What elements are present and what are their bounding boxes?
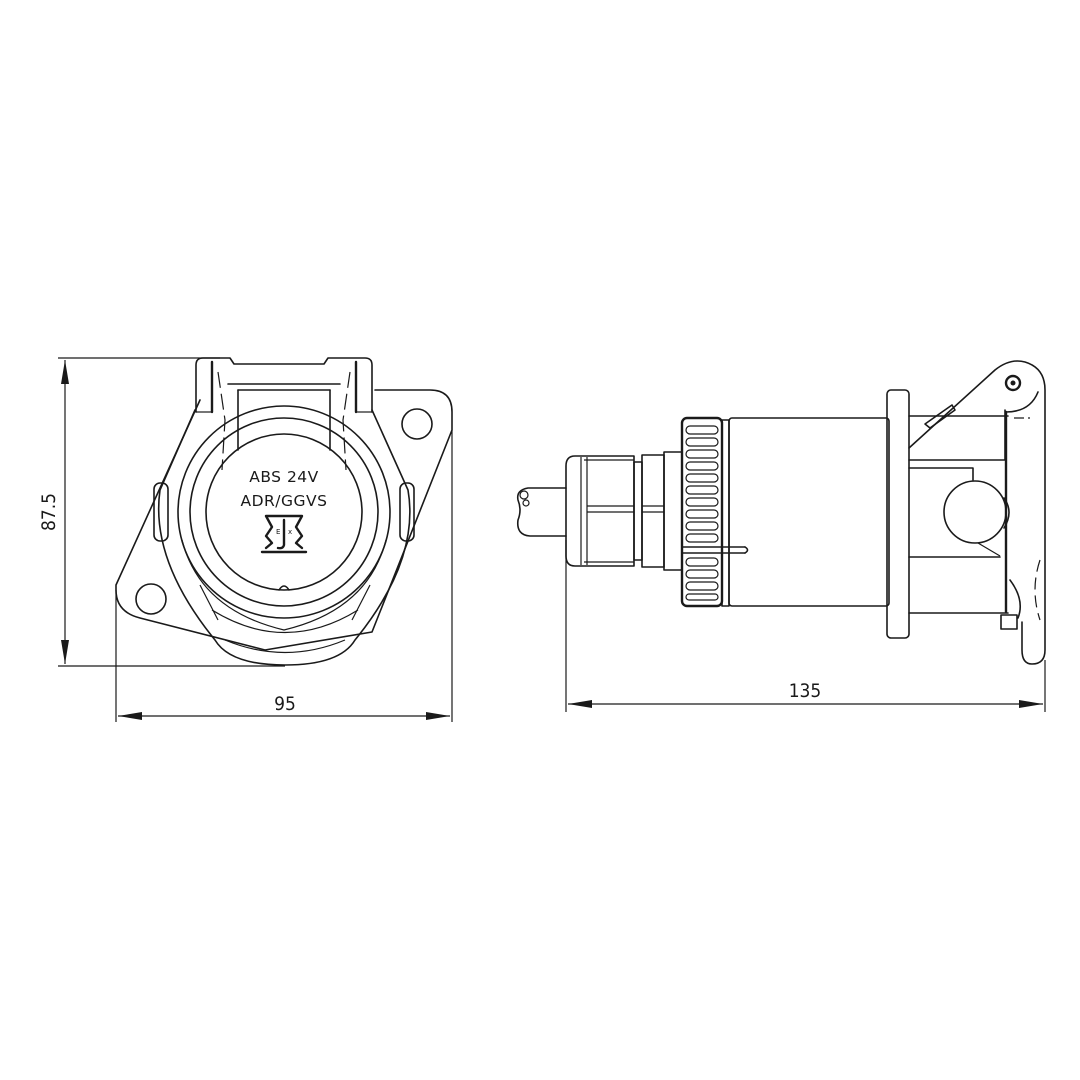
label-adr-ggvs: ADR/GGVS (241, 492, 328, 510)
mounting-hole-bottom-left (135, 583, 167, 615)
label-abs-24v: ABS 24V (249, 468, 319, 486)
dimension-length: 135 (565, 540, 1046, 712)
ex-proof-mark-icon: E x (260, 514, 308, 554)
mounting-flange (115, 389, 453, 651)
side-flange-plate (886, 389, 910, 639)
dimension-height-label: 87.5 (38, 493, 60, 531)
socket-body (728, 417, 890, 607)
outer-ring (177, 405, 391, 619)
svg-text:E: E (276, 528, 280, 536)
dimension-width-label: 95 (274, 693, 296, 715)
middle-ring (189, 417, 379, 607)
lid-arm (908, 360, 1046, 665)
side-view (516, 360, 1046, 665)
socket-lid (195, 357, 373, 413)
hinge-tab-right (399, 482, 415, 542)
knurl-ridges (685, 425, 719, 601)
side-knob (943, 480, 1007, 544)
socket-housing (157, 409, 411, 666)
front-view: ABS 24V ADR/GGVS E x (115, 357, 453, 666)
cable (516, 487, 567, 537)
dimension-length-label: 135 (789, 680, 822, 702)
latch (1000, 614, 1018, 630)
dimension-height: 87.5 (38, 357, 285, 667)
cable-gland-nut (565, 455, 635, 567)
hinge-tab-left (153, 482, 169, 542)
svg-text:x: x (288, 528, 292, 536)
dimension-width: 95 (115, 430, 453, 722)
gland-collar (641, 454, 665, 568)
hinge-pin (1004, 374, 1022, 392)
mounting-hole-top-right (401, 408, 433, 440)
inner-face (205, 433, 363, 591)
